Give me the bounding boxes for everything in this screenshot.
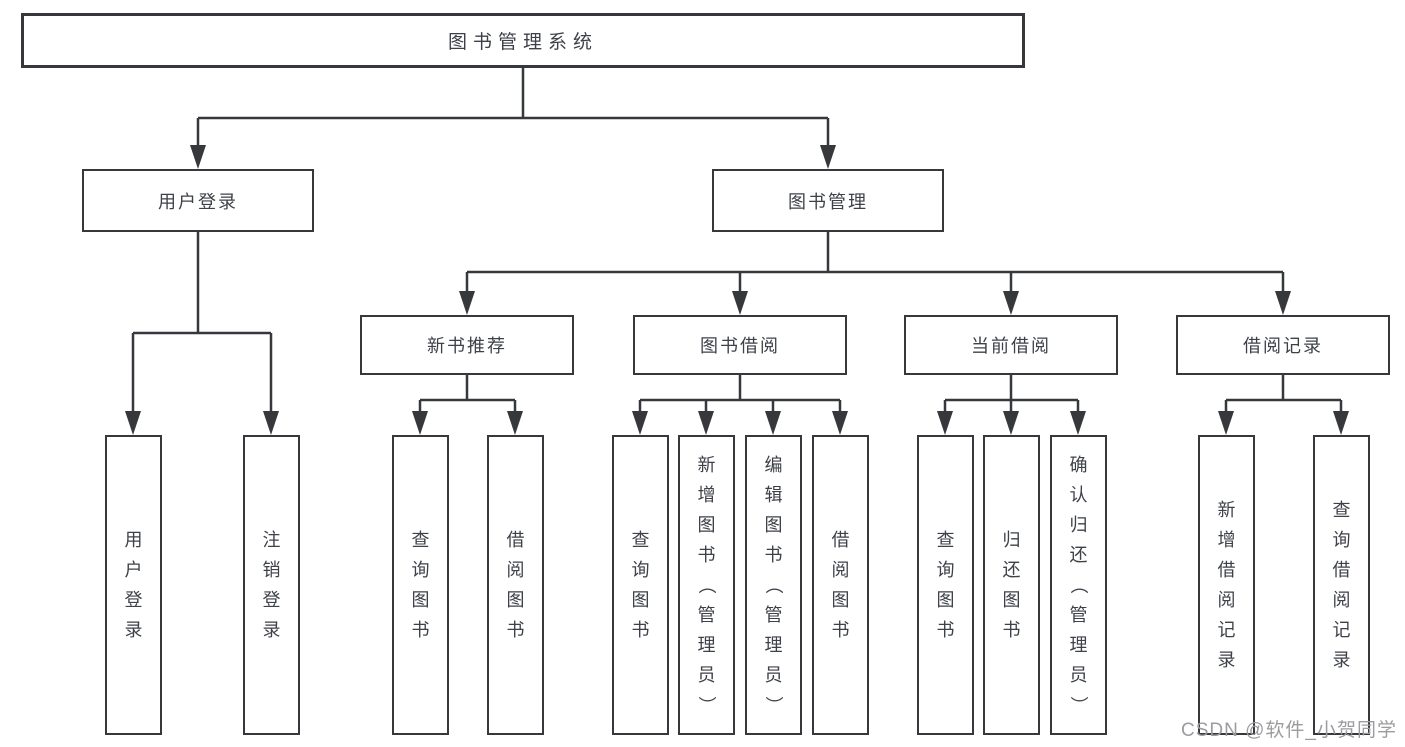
node-current-borrowing: 当前借阅 bbox=[904, 315, 1118, 375]
node-current-borrowing-label: 当前借阅 bbox=[971, 336, 1051, 356]
leaf-user-login: 用户登录 bbox=[105, 435, 162, 735]
leaf-add-borrow-record: 新增借阅记录 bbox=[1198, 435, 1255, 735]
node-library-management-system: 图书管理系统 bbox=[21, 13, 1025, 68]
node-library-management-system-label: 图书管理系统 bbox=[447, 32, 598, 53]
node-book-borrowing: 图书借阅 bbox=[633, 315, 847, 375]
node-book-management-label: 图书管理 bbox=[788, 191, 868, 212]
node-book-management: 图书管理 bbox=[712, 169, 944, 232]
leaf-edit-books-admin: 编辑图书（管理员） bbox=[745, 435, 802, 735]
leaf-query-books-borrowing: 查询图书 bbox=[612, 435, 669, 735]
leaf-return-books: 归还图书 bbox=[983, 435, 1040, 735]
node-new-book-recommendation: 新书推荐 bbox=[360, 315, 574, 375]
leaf-confirm-return-admin: 确认归还（管理员） bbox=[1050, 435, 1107, 735]
node-book-borrowing-label: 图书借阅 bbox=[700, 336, 780, 356]
leaf-query-books-recommend: 查询图书 bbox=[392, 435, 449, 735]
leaf-logout: 注销登录 bbox=[243, 435, 300, 735]
leaf-query-borrow-record: 查询借阅记录 bbox=[1313, 435, 1370, 735]
node-user-login-label: 用户登录 bbox=[158, 191, 238, 212]
watermark-text: CSDN @软件_小贺同学 bbox=[1181, 720, 1397, 741]
node-new-book-recommendation-label: 新书推荐 bbox=[427, 336, 507, 356]
leaf-query-books-current: 查询图书 bbox=[917, 435, 974, 735]
leaf-borrow-books-recommend: 借阅图书 bbox=[487, 435, 544, 735]
leaf-borrow-books: 借阅图书 bbox=[812, 435, 869, 735]
node-borrowing-records-label: 借阅记录 bbox=[1243, 336, 1323, 356]
node-user-login: 用户登录 bbox=[82, 169, 314, 232]
node-borrowing-records: 借阅记录 bbox=[1176, 315, 1390, 375]
leaf-add-books-admin: 新增图书（管理员） bbox=[678, 435, 735, 735]
